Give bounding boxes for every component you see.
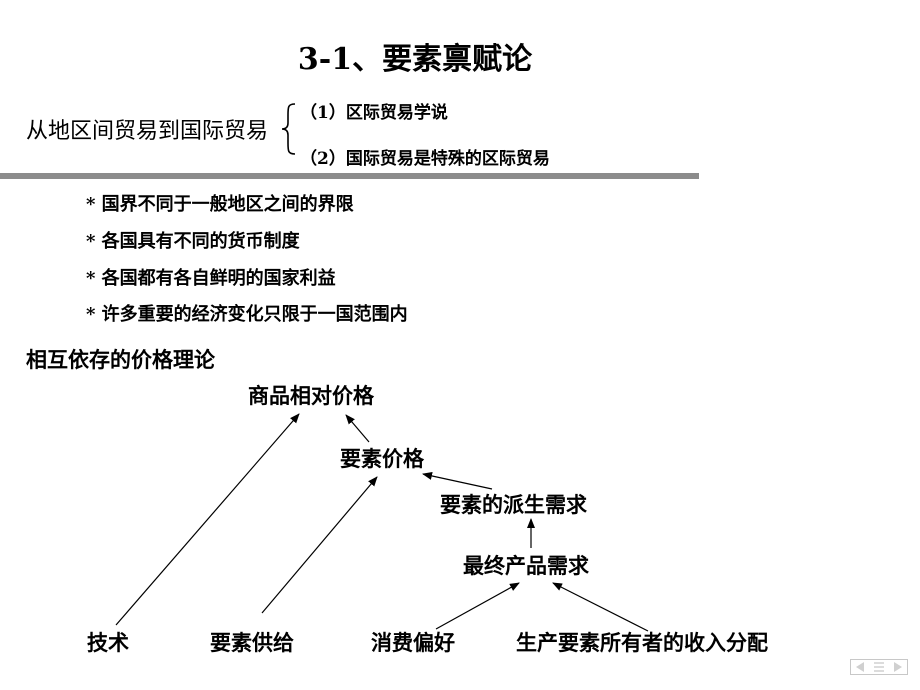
arrow-technology-to-relative-price bbox=[115, 413, 300, 626]
arrow-factor-price-to-relative-price bbox=[345, 414, 370, 443]
intro-point-2: （2）国际贸易是特殊的区际贸易 bbox=[300, 149, 550, 169]
node-factor-price: 要素价格 bbox=[340, 446, 424, 471]
slide-title: 3-1、要素禀赋论 bbox=[297, 42, 533, 77]
bullet-item-3: * 各国都有各自鲜明的国家利益 bbox=[86, 268, 336, 289]
arrow-consumer-preference-to-final-demand bbox=[435, 582, 520, 630]
arrow-derived-demand-to-factor-price bbox=[422, 472, 493, 490]
section-title: 相互依存的价格理论 bbox=[26, 347, 215, 372]
intro-lead: 从地区间贸易到国际贸易 bbox=[26, 119, 269, 144]
bullet-item-1: * 国界不同于一般地区之间的界限 bbox=[86, 194, 354, 215]
node-technology: 技术 bbox=[87, 630, 129, 655]
arrow-factor-supply-to-factor-price bbox=[261, 476, 378, 614]
node-relative-price: 商品相对价格 bbox=[248, 383, 374, 408]
bullet-item-2: * 各国具有不同的货币制度 bbox=[86, 231, 300, 252]
slide-navigation-icon[interactable] bbox=[850, 659, 908, 675]
node-factor-supply: 要素供给 bbox=[210, 630, 294, 655]
node-consumer-preference: 消费偏好 bbox=[371, 630, 455, 655]
node-derived-demand: 要素的派生需求 bbox=[440, 492, 587, 517]
bullet-item-4: * 许多重要的经济变化只限于一国范围内 bbox=[86, 304, 408, 325]
brace-icon bbox=[281, 103, 296, 155]
arrow-income-distribution-to-final-demand bbox=[552, 582, 649, 632]
node-final-demand: 最终产品需求 bbox=[463, 553, 589, 578]
node-income-distribution: 生产要素所有者的收入分配 bbox=[516, 630, 768, 655]
divider bbox=[0, 173, 699, 179]
intro-point-1: （1）区际贸易学说 bbox=[300, 103, 448, 123]
